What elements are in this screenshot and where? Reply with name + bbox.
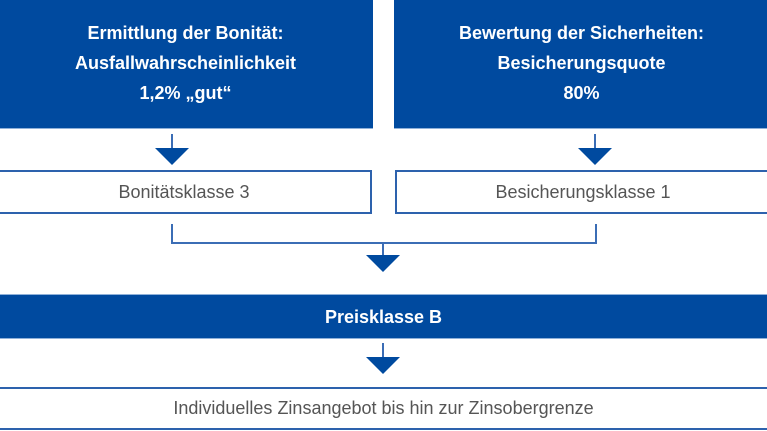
credit-rating-title: Ermittlung der Bonität: [87,23,284,43]
arrow-stem-center [382,243,384,256]
interest-offer-box: Individuelles Zinsangebot bis hin zur Zi… [0,387,767,430]
credit-class-box: Bonitätsklasse 3 [0,170,372,214]
arrow-down-icon [578,148,612,165]
arrow-stem-left [171,134,173,149]
arrow-down-icon [155,148,189,165]
default-probability-label: Ausfallwahrscheinlichkeit [74,53,297,73]
merge-connector [171,224,597,244]
collateral-valuation-box: Bewertung der Sicherheiten: Besicherungs… [394,0,767,129]
arrow-down-icon [366,255,400,272]
price-class-box: Preisklasse B [0,294,767,339]
arrow-down-icon [366,357,400,374]
arrow-stem-right [594,134,596,149]
collateral-class-box: Besicherungsklasse 1 [395,170,767,214]
credit-class-label: Bonitätsklasse 3 [118,181,250,202]
collateral-ratio-value: 80% [563,83,600,103]
interest-offer-label: Individuelles Zinsangebot bis hin zur Zi… [173,398,594,418]
credit-rating-box: Ermittlung der Bonität: Ausfallwahrschei… [0,0,373,129]
collateral-ratio-label: Besicherungsquote [497,53,666,73]
price-class-label: Preisklasse B [324,306,443,327]
collateral-class-label: Besicherungsklasse 1 [495,181,671,202]
default-probability-value: 1,2% „gut“ [139,83,232,103]
arrow-stem-bottom [382,343,384,358]
collateral-valuation-title: Bewertung der Sicherheiten: [458,23,705,43]
